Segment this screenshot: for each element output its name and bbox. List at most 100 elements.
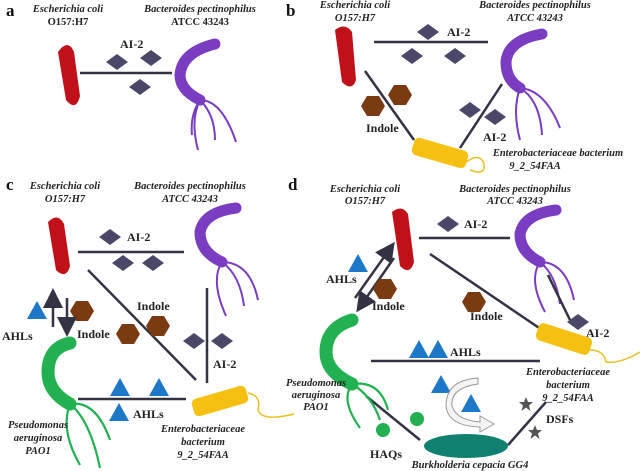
interaction-line (507, 401, 547, 446)
curved-arrow-icon (445, 377, 496, 433)
panel-label: b (286, 1, 295, 20)
signal-label-dsfs: DSFs (546, 412, 574, 426)
burkholderia-name: Burkholderia cepacia GG4 (411, 460, 529, 471)
entero-flagellum (589, 349, 640, 364)
entero-cell (535, 323, 593, 355)
ecoli-cell (335, 26, 356, 87)
panel-c: c Escherichia coli O157:H7 Bacteroides p… (2, 175, 295, 469)
panel-label: a (6, 1, 15, 20)
entero-cell (191, 385, 249, 417)
signal-label-ai2: AI-2 (213, 357, 236, 371)
signal-label-haqs: HAQs (370, 447, 402, 461)
signal-label-ahls: AHLs (326, 272, 357, 286)
ai2-diamond (140, 50, 162, 66)
bacteroides-cell (194, 202, 242, 268)
signal-label-indole: Indole (137, 299, 170, 313)
entero-flagellum (247, 392, 295, 418)
signal-label-indole: Indole (470, 309, 503, 323)
ahl-triangle (431, 375, 451, 393)
ai2-diamond (112, 255, 134, 271)
signal-label-ai2: AI-2 (586, 326, 609, 340)
indole-hexagon (388, 85, 412, 105)
burkholderia-cell (424, 434, 508, 458)
bacteroides-name: Bacteroides pectinophilus (478, 0, 591, 11)
indole-hexagon (116, 324, 140, 344)
bacteroides-strain: ATCC 43243 (486, 196, 543, 207)
bacteroides-name: Bacteroides pectinophilus (143, 4, 256, 15)
bacteroides-flagella (215, 261, 259, 317)
ecoli-name: Escherichia coli (32, 4, 103, 15)
dsf-star (528, 425, 542, 439)
ai2-diamond (459, 102, 481, 118)
entero-name: Enterobacteriaceae (160, 424, 245, 435)
interaction-line (87, 269, 197, 381)
interaction-line (365, 395, 421, 441)
pseudomonas-cell (41, 336, 77, 411)
pseudomonas-cell (319, 313, 359, 391)
signal-label-ai2: AI-2 (483, 130, 506, 144)
entero-name: Enterobacteriaceae (525, 367, 610, 378)
ahl-triangle (428, 340, 448, 358)
signal-label-ai2: AI-2 (464, 217, 487, 231)
signal-label-ai2: AI-2 (447, 25, 470, 39)
ai2-diamond (106, 54, 128, 70)
ahl-triangle (27, 301, 47, 319)
ecoli-cell (392, 208, 414, 271)
ecoli-name: Escherichia coli (29, 181, 100, 192)
ahl-triangle (348, 254, 368, 272)
entero-name-2: bacterium (546, 380, 590, 391)
panel-label: d (288, 175, 298, 194)
bacteroides-cell (500, 28, 548, 94)
signal-label-ahls: AHLs (133, 407, 164, 421)
interaction-line (429, 252, 555, 340)
bacteroides-strain: ATCC 43243 (161, 194, 218, 205)
bacteroides-cell (514, 204, 562, 268)
panel-d: d Escherichia coli O157:H7 Bacteroides p… (286, 175, 640, 471)
ahl-triangle (409, 340, 429, 358)
signal-label-ai2: AI-2 (127, 230, 150, 244)
pseudomonas-flagella (346, 382, 390, 429)
dsf-star (519, 397, 533, 411)
ai2-diamond (211, 333, 233, 349)
bacteroides-flagella (515, 87, 561, 141)
entero-name: Enterobacteriaceae bacterium (492, 148, 623, 159)
bacteroides-flagella (190, 99, 237, 151)
panel-b: b Escherichia coli O157:H7 Bacteroides p… (286, 0, 623, 173)
ahl-triangle (109, 403, 129, 421)
arrow-to-ecoli (353, 241, 395, 299)
ecoli-strain: O157:H7 (335, 13, 376, 24)
pseudomonas-name-2: aeruginosa (14, 433, 62, 444)
bacteroides-strain: ATCC 43243 (171, 17, 229, 28)
pseudomonas-name-1: Pseudomonas (286, 378, 346, 389)
ai2-diamond (142, 255, 164, 271)
signal-label-indole: Indole (372, 299, 405, 313)
ecoli-cell (48, 217, 70, 275)
pseudomonas-flagella (65, 402, 112, 469)
signal-label-indole: Indole (366, 121, 399, 135)
entero-strain: 9_2_54FAA (177, 450, 229, 461)
ahl-triangle (149, 378, 169, 396)
ai2-diamond (99, 229, 121, 245)
ecoli-strain: O157:H7 (345, 196, 386, 207)
ai2-diamond (437, 216, 459, 232)
interaction-line (546, 274, 572, 321)
indole-hexagon (361, 96, 385, 116)
ahl-triangle (110, 378, 130, 396)
indole-hexagon (70, 301, 94, 321)
signal-label-ai2: AI-2 (120, 37, 143, 51)
ai2-diamond (484, 109, 506, 125)
pseudomonas-name-2: aeruginosa (292, 390, 340, 401)
bacteroides-cell (174, 38, 221, 106)
pseudomonas-name-1: Pseudomonas (8, 420, 68, 431)
bacteroides-name: Bacteroides pectinophilus (133, 181, 246, 192)
haq-circle (376, 423, 390, 437)
signal-label-ahls: AHLs (2, 329, 33, 343)
bacteroides-strain: ATCC 43243 (506, 13, 563, 24)
entero-strain: 9_2_54FAA (542, 393, 594, 404)
pseudomonas-strain: PAO1 (303, 402, 328, 413)
entero-flagellum (465, 156, 485, 173)
ai2-diamond (401, 48, 423, 64)
signal-label-ahls: AHLs (450, 345, 481, 359)
haq-circle (410, 412, 424, 426)
